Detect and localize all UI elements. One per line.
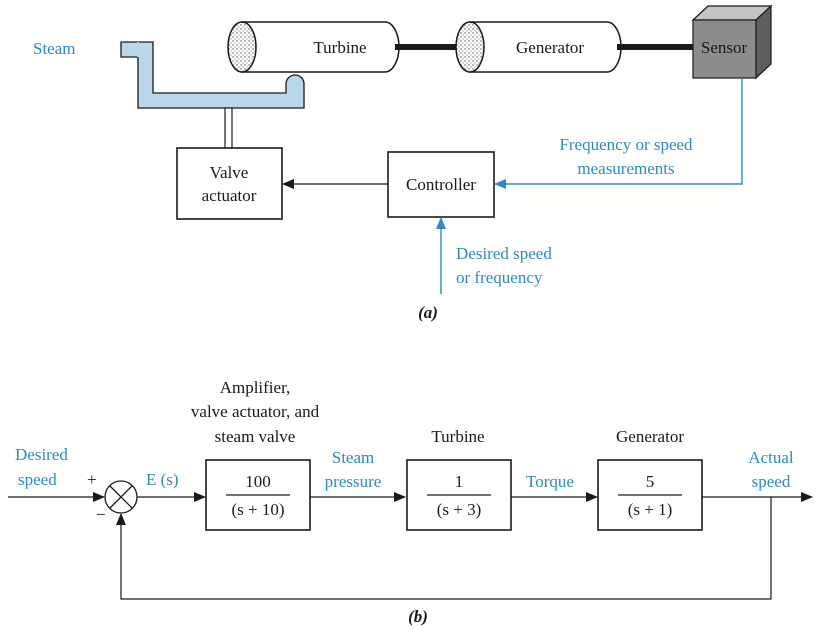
sensor-feedback-path <box>494 78 743 189</box>
summing-junction <box>104 480 138 514</box>
error-label: E (s) <box>146 470 179 489</box>
actual-speed-line2: speed <box>752 472 791 491</box>
amplifier-title-line2: valve actuator, and <box>191 402 320 421</box>
feedback-label-line2: measurements <box>577 159 674 178</box>
part-b: Desired speed + − E (s) Amplifier, valve… <box>8 378 813 626</box>
generator-label: Generator <box>516 38 584 57</box>
sensor-cube: Sensor <box>691 4 773 80</box>
part-a: Turbine Generator Sensor Steam Valve act… <box>33 4 773 322</box>
generator-tf-numerator: 5 <box>646 472 655 491</box>
minus-sign: − <box>96 505 106 524</box>
desired-speed-line2: or frequency <box>456 268 543 287</box>
desired-speed-input-line1: Desired <box>15 445 68 464</box>
generator-block: 5 (s + 1) <box>597 459 703 531</box>
turbine-cylinder: Turbine <box>227 21 400 73</box>
steam-pressure-line2: pressure <box>325 472 382 491</box>
desired-speed-input-line2: speed <box>18 470 57 489</box>
desired-speed-line1: Desired speed <box>456 244 552 263</box>
generator-cylinder: Generator <box>455 21 622 73</box>
actual-speed-line1: Actual <box>748 448 794 467</box>
plus-sign: + <box>87 470 97 489</box>
valve-actuator-line2: actuator <box>202 186 257 205</box>
amplifier-title-line1: Amplifier, <box>220 378 291 397</box>
unity-feedback-path <box>116 497 772 600</box>
generator-title: Generator <box>616 427 684 446</box>
feedback-label-line1: Frequency or speed <box>559 135 693 154</box>
sensor-label: Sensor <box>701 38 748 57</box>
controller-box: Controller <box>387 151 495 218</box>
amplifier-tf-denominator: (s + 10) <box>231 500 284 519</box>
turbine-title: Turbine <box>431 427 484 446</box>
steam-pipe <box>120 41 305 149</box>
generator-tf-denominator: (s + 1) <box>628 500 673 519</box>
turbine-tf-denominator: (s + 3) <box>437 500 482 519</box>
turbine-label: Turbine <box>313 38 366 57</box>
shaft-generator-sensor <box>617 44 693 50</box>
valve-actuator-box: Valve actuator <box>176 147 283 220</box>
caption-b: (b) <box>408 607 428 626</box>
controller-label: Controller <box>406 175 476 194</box>
torque-label: Torque <box>526 472 574 491</box>
valve-actuator-line1: Valve <box>210 163 249 182</box>
caption-a: (a) <box>418 303 438 322</box>
turbine-tf-numerator: 1 <box>455 472 464 491</box>
shaft-turbine-generator <box>395 44 473 50</box>
amplifier-tf-numerator: 100 <box>245 472 271 491</box>
steam-pressure-line1: Steam <box>332 448 375 467</box>
steam-label: Steam <box>33 39 76 58</box>
turbine-block: 1 (s + 3) <box>406 459 512 531</box>
amplifier-title-line3: steam valve <box>215 427 296 446</box>
amplifier-block: 100 (s + 10) <box>205 459 311 531</box>
